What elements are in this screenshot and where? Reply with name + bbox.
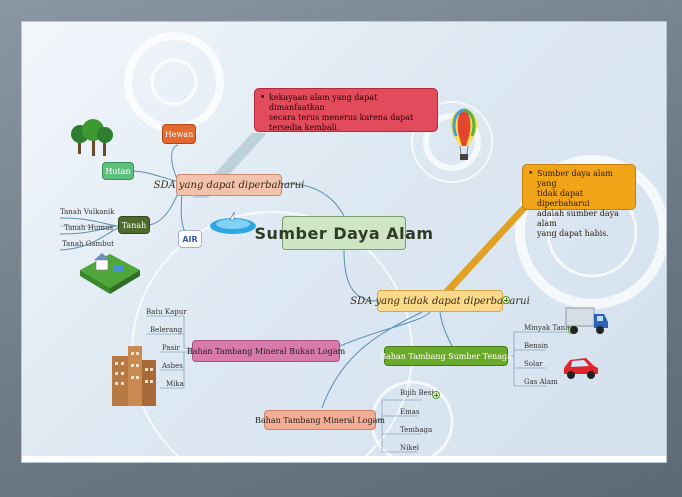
tanah-gambut-item[interactable]: Tanah Gambut [62, 240, 114, 248]
nonrenewable-resources-node[interactable]: SDA yang tidak dapat diperbaharui [350, 290, 530, 312]
bensin-item[interactable]: Bensin [524, 342, 549, 350]
tanah-humus-item[interactable]: Tanah Humus [64, 224, 114, 232]
hutan-node[interactable]: Hutan [102, 162, 134, 180]
bijih-besi-item[interactable]: Bijih Besi [400, 389, 434, 397]
hewan-node[interactable]: Hewan [162, 124, 196, 144]
link-tanah-vulkanik [59, 217, 119, 227]
renewable-resources-node[interactable]: SDA yang dapat diperbaharui [154, 174, 304, 196]
tanah-vulkanik-item[interactable]: Tanah Vulkanik [60, 208, 115, 216]
air-node[interactable]: AIR [178, 230, 202, 248]
non-metal-minerals-node[interactable]: Bahan Tambang Mineral Bukan Logam [187, 340, 345, 362]
minyak-tanah-item[interactable]: Minyak Tanah [524, 324, 574, 332]
callout-pointer-orange [440, 202, 534, 294]
renewable-definition-text: kekayaan alam yang dapat dimanfaatkan se… [269, 93, 414, 132]
gas-alam-item[interactable]: Gas Alam [524, 378, 558, 386]
batu-kapur-item[interactable]: Batu Kapur [146, 308, 187, 316]
pasir-item[interactable]: Pasir [162, 344, 180, 352]
link-tanah-humus [59, 225, 119, 235]
mindmap-canvas: Sumber Daya Alam SDA yang dapat diperbah… [22, 22, 666, 462]
link-central-renewable [279, 183, 345, 217]
connector-layer [59, 32, 666, 462]
expand-icon[interactable] [502, 296, 510, 304]
expand-icon[interactable] [432, 391, 440, 399]
link-tanah-gambut [59, 227, 119, 251]
link-renewable-hutan [133, 170, 181, 183]
link-central-nonrenewable [343, 249, 380, 302]
emas-item[interactable]: Emas [400, 408, 420, 416]
truck-icon [565, 307, 608, 334]
tanah-node[interactable]: Tanah [118, 216, 150, 234]
nikel-item[interactable]: Nikel [400, 444, 419, 452]
renewable-definition-callout[interactable]: kekayaan alam yang dapat dimanfaatkan se… [254, 88, 438, 132]
tree-icon [71, 119, 113, 156]
nonrenewable-definition-callout[interactable]: Sumber daya alam yang tidak dapat diperb… [522, 164, 636, 238]
nonrenewable-definition-text: Sumber daya alam yang tidak dapat diperb… [537, 169, 619, 238]
metal-minerals-node[interactable]: Bahan Tambang Mineral Logam [255, 410, 385, 430]
energy-minerals-node[interactable]: Bahan Tambang Sumber Tenaga [380, 346, 512, 366]
link-nonrenewable-logam [321, 311, 423, 409]
belerang-item[interactable]: Belerang [150, 326, 183, 334]
link-nonrenewable-energi [439, 311, 453, 347]
asbes-item[interactable]: Asbes [162, 362, 183, 370]
pond-icon [210, 211, 256, 234]
car-icon [564, 358, 598, 379]
balloon-icon [450, 108, 478, 160]
canvas-bottom-band [22, 456, 666, 462]
mika-item[interactable]: Mika [166, 380, 184, 388]
central-topic[interactable]: Sumber Daya Alam [254, 216, 433, 250]
solar-item[interactable]: Solar [524, 360, 543, 368]
tembaga-item[interactable]: Tembaga [400, 426, 433, 434]
link-nonrenewable-bukanlogam [339, 311, 431, 347]
house-icon [80, 253, 140, 294]
building-icon [112, 346, 156, 406]
